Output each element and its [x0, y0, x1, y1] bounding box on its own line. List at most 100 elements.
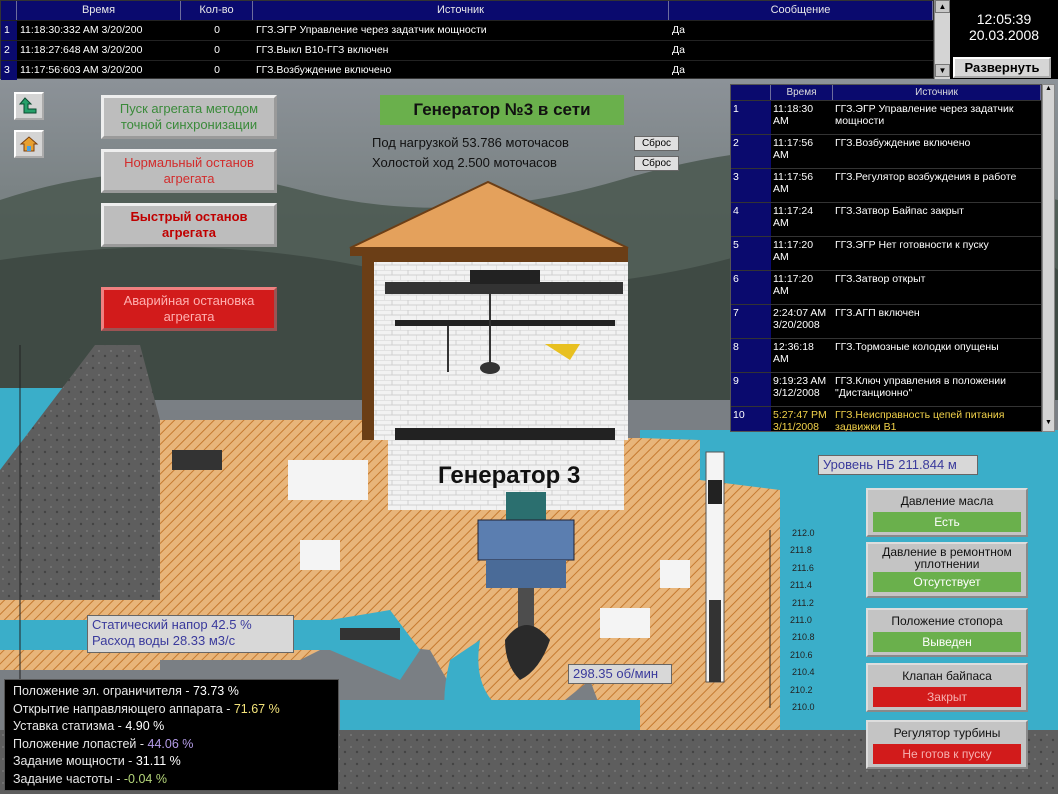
table-row[interactable]: 1 11:18:30:332 AM 3/20/200 0 ГГЗ.ЭГР Упр… — [1, 20, 933, 40]
event-row-number: 8 — [731, 339, 771, 372]
parameter-value: 31.11 % — [135, 754, 181, 768]
scroll-up-icon[interactable]: ▲ — [1045, 85, 1052, 92]
event-row-source: ГГЗ.Возбуждение включено — [835, 137, 971, 149]
scroll-down-icon[interactable]: ▼ — [935, 64, 950, 77]
event-row-source: ГГЗ.ЭГР Нет готовности к пуску — [835, 239, 989, 251]
event-row-number: 7 — [731, 305, 771, 338]
event-row-number: 5 — [731, 237, 771, 270]
sync-start-button[interactable]: Пуск агрегата методом точной синхронизац… — [101, 95, 277, 139]
event-row-source: ГГЗ.Неисправность цепей питания задвижки… — [835, 409, 1005, 432]
event-row-source: ГГЗ.Регулятор возбуждения в работе — [835, 171, 1017, 183]
event-row-time: 11:17:24 AM — [773, 205, 814, 229]
event-row-source: ГГЗ.ЭГР Управление через задатчик мощнос… — [835, 103, 1014, 127]
scroll-up-icon[interactable]: ▲ — [935, 0, 950, 13]
idle-hours: Холостой ход 2.500 моточасов — [372, 155, 557, 170]
fast-stop-button[interactable]: Быстрый останов агрегата — [101, 203, 277, 247]
normal-stop-button[interactable]: Нормальный останов агрегата — [101, 149, 277, 193]
event-col-source[interactable]: Источник — [833, 85, 1041, 100]
status-value: Выведен — [873, 632, 1021, 652]
alarm-row-time: 11:18:27:648 AM 3/20/200 — [20, 44, 143, 56]
alarm-row-message: Да — [672, 64, 685, 76]
event-row-number: 3 — [731, 169, 771, 202]
status-value: Не готов к пуску — [873, 744, 1021, 764]
event-row-source: ГГЗ.Затвор Байпас закрыт — [835, 205, 964, 217]
alarm-row-number: 3 — [1, 61, 17, 80]
alarm-col-time[interactable]: Время — [17, 1, 181, 20]
alarm-row-time: 11:18:30:332 AM 3/20/200 — [20, 24, 143, 36]
idle-hours-value: 2.500 — [457, 155, 490, 170]
expand-button[interactable]: Развернуть — [953, 57, 1051, 78]
event-row-time: 11:17:56 AM — [773, 137, 814, 161]
status-label: Регулятор турбины — [893, 726, 1001, 740]
parameter-row: Открытие направляющего аппарата - 71.67 … — [13, 701, 330, 719]
gauge-tick-label: 211.0 — [790, 615, 812, 625]
alarm-row-count: 0 — [214, 44, 220, 56]
parameter-label: Задание частоты - — [13, 771, 124, 786]
alarm-col-count[interactable]: Кол-во — [181, 1, 253, 20]
parameter-value: 4.90 % — [125, 719, 165, 733]
table-row[interactable]: 3 11:17:56:603 AM 3/20/200 0 ГГЗ.Возбужд… — [1, 60, 933, 80]
load-hours-value: 53.786 — [462, 135, 502, 150]
alarm-col-message[interactable]: Сообщение — [669, 1, 933, 20]
table-row[interactable]: 2 11:18:27:648 AM 3/20/200 0 ГГЗ.Выкл В1… — [1, 40, 933, 60]
status-value: Отсутствует — [873, 572, 1021, 592]
gauge-tick-label: 212.0 — [792, 528, 815, 538]
reset-idle-hours-button[interactable]: Сброс — [634, 156, 679, 171]
gauge-tick-label: 211.8 — [790, 545, 812, 556]
emergency-stop-button[interactable]: Аварийная остановка агрегата — [101, 287, 277, 331]
back-arrow-icon[interactable] — [14, 92, 44, 120]
alarm-row-number: 2 — [1, 41, 17, 60]
generator-status-title: Генератор №3 в сети — [380, 95, 624, 125]
clock-date: 20.03.2008 — [968, 27, 1040, 43]
gauge-tick-label: 210.2 — [790, 684, 813, 695]
idle-hours-label: Холостой ход — [372, 155, 454, 170]
parameter-value: 44.06 % — [147, 736, 194, 751]
alarm-table[interactable]: Время Кол-во Источник Сообщение 1 11:18:… — [0, 0, 934, 80]
event-row-time: 5:27:47 PM 3/11/2008 — [773, 409, 827, 432]
status-label: Давление масла — [900, 494, 994, 508]
head-flow-readout: Статический напор 42.5 % Расход воды 28.… — [87, 615, 294, 653]
event-log-scrollbar[interactable]: ▲ ▼ — [1042, 84, 1055, 432]
event-row-number: 1 — [731, 101, 771, 134]
reset-load-hours-button[interactable]: Сброс — [634, 136, 679, 151]
gauge-tick-label: 211.4 — [790, 580, 812, 591]
alarm-row-message: Да — [672, 44, 685, 56]
scroll-down-icon[interactable]: ▼ — [1045, 419, 1052, 426]
gauge-tick-label: 210.6 — [790, 649, 813, 660]
alarm-row-count: 0 — [214, 24, 220, 36]
event-row-source: ГГЗ.Ключ управления в положении "Дистанц… — [835, 375, 1007, 399]
speed-readout: 298.35 об/мин — [568, 664, 672, 684]
idle-hours-unit: моточасов — [493, 155, 557, 170]
turbine-parameters: Положение эл. ограничителя - 73.73 %Откр… — [4, 679, 339, 791]
gauge-tick-label: 211.2 — [792, 597, 814, 608]
alarm-col-source[interactable]: Источник — [253, 1, 669, 20]
event-row-time: 11:17:56 AM — [773, 171, 814, 195]
water-flow: Расход воды 28.33 м3/с — [92, 633, 236, 648]
load-hours-label: Под нагрузкой — [372, 135, 459, 150]
event-row-number: 2 — [731, 135, 771, 168]
alarm-table-scrollbar[interactable]: ▲ ▼ — [934, 0, 950, 79]
parameter-value: 71.67 % — [233, 701, 280, 716]
home-icon[interactable] — [14, 130, 44, 158]
gauge-tick-label: 210.4 — [792, 667, 815, 678]
status-label: Давление в ремонтном уплотнении — [882, 545, 1012, 571]
event-col-time[interactable]: Время — [771, 85, 833, 100]
clock-time: 12:05:39 — [976, 11, 1032, 27]
parameter-label: Открытие направляющего аппарата - — [13, 701, 234, 716]
status-value: Есть — [873, 512, 1021, 532]
static-head: Статический напор 42.5 % — [92, 617, 252, 632]
